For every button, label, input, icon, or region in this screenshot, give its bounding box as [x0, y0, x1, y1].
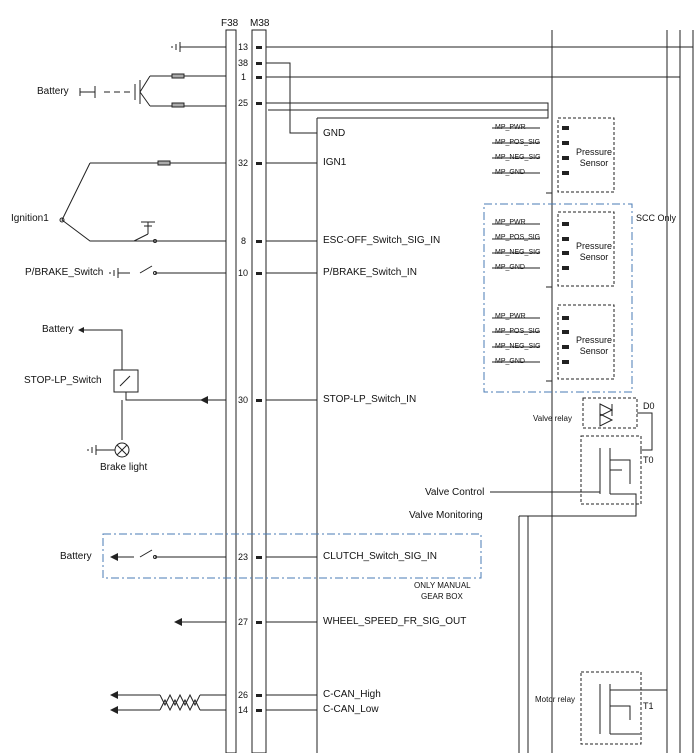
manual-note-1: ONLY MANUAL — [414, 581, 471, 590]
pin-label: 38 — [238, 58, 249, 68]
signal-pbrake: P/BRAKE_Switch_IN — [323, 267, 417, 278]
sensor-pin-label: MP_POS_SIG — [495, 234, 541, 241]
signal-can-low: C-CAN_Low — [323, 704, 379, 715]
pin-label: 13 — [238, 42, 249, 52]
sensor-pin-label: MP_PWR — [495, 124, 526, 131]
scc-region — [483, 203, 633, 393]
pressure-sensor-1 — [492, 117, 615, 193]
scc-only-label: SCC Only — [636, 213, 677, 223]
pin-label: 32 — [238, 158, 249, 168]
esc-switch-icon — [133, 221, 155, 242]
signal-stop: STOP-LP_Switch_IN — [323, 394, 417, 405]
pin-label: 1 — [241, 72, 247, 82]
signal-valve-control: Valve Control — [425, 487, 485, 498]
fuse-icon — [171, 73, 185, 79]
signal-valve-monitoring: Valve Monitoring — [409, 510, 483, 521]
signal-wheel: WHEEL_SPEED_FR_SIG_OUT — [323, 616, 467, 627]
sensor-pin-label: MP_GND — [495, 264, 525, 271]
arrow-wheel-icon — [174, 618, 182, 626]
stop-switch-label: STOP-LP_Switch — [24, 375, 102, 386]
pbrake-switch-label: P/BRAKE_Switch — [25, 267, 104, 278]
ignition-node — [59, 217, 65, 223]
pressure-sensor-3 — [492, 304, 615, 380]
motor-relay-box — [580, 671, 642, 745]
manual-note-2: GEAR BOX — [421, 592, 463, 601]
ground-icon — [171, 42, 181, 52]
sensor-pin-label: MP_POS_SIG — [495, 139, 541, 146]
sensor-pin-label: MP_NEG_SIG — [495, 343, 541, 350]
battery-label: Battery — [37, 86, 69, 97]
connector-f38-label: F38 — [221, 18, 239, 29]
valve-relay-box — [582, 397, 638, 429]
pin-label: 26 — [238, 690, 249, 700]
signal-esc: ESC-OFF_Switch_SIG_IN — [323, 235, 441, 246]
arrow-can-high-icon — [110, 691, 118, 699]
clutch-region — [102, 533, 482, 579]
diode-icon — [599, 403, 614, 427]
battery-clutch-label: Battery — [60, 551, 92, 562]
pin-label: 23 — [238, 552, 249, 562]
t0-label: T0 — [643, 455, 654, 465]
arrow-clutch-icon — [110, 553, 118, 561]
t1-label: T1 — [643, 701, 654, 711]
motor-relay-label: Motor relay — [535, 695, 576, 704]
connector-m38-label: M38 — [250, 18, 270, 29]
sensor-pin-label: MP_GND — [495, 169, 525, 176]
battery-stop-label: Battery — [42, 324, 74, 335]
valve-relay-label: Valve relay — [533, 414, 572, 423]
sensor-pin-label: MP_NEG_SIG — [495, 154, 541, 161]
module-wire-25 — [268, 109, 549, 119]
pin-label: 27 — [238, 617, 249, 627]
twisted-pair-icon — [159, 693, 201, 707]
pressure-sensor-2 — [492, 211, 615, 287]
arrow-stop-icon — [200, 396, 208, 404]
pin-label: 10 — [238, 268, 249, 278]
signal-clutch: CLUTCH_Switch_SIG_IN — [323, 551, 437, 562]
sensor-pin-label: MP_PWR — [495, 219, 526, 226]
signal-gnd: GND — [323, 128, 346, 139]
stop-switch-icon — [113, 369, 139, 393]
sensor-pin-label: MP_NEG_SIG — [495, 249, 541, 256]
connector-f38-bar — [225, 29, 237, 753]
pin-label: 8 — [241, 236, 247, 246]
pbrake-ground-icon — [109, 268, 130, 278]
signal-can-high: C-CAN_High — [323, 689, 381, 700]
sensor-pin-label: MP_PWR — [495, 313, 526, 320]
arrow-battery-icon — [78, 327, 84, 333]
battery-icon — [79, 75, 226, 107]
sensor-pin-label: MP_POS_SIG — [495, 328, 541, 335]
connector-m38-bar — [251, 29, 267, 753]
wire-38-gnd — [266, 62, 317, 134]
d0-label: D0 — [643, 401, 655, 411]
signal-ign: IGN1 — [323, 157, 347, 168]
pin-label: 14 — [238, 705, 249, 715]
valve-relay-t0-box — [580, 435, 642, 505]
brake-light-label: Brake light — [100, 462, 148, 473]
ignition-label: Ignition1 — [11, 213, 49, 224]
ignition-wire — [61, 162, 226, 242]
pin-label: 25 — [238, 98, 249, 108]
sensor-pin-label: MP_GND — [495, 358, 525, 365]
arrow-can-low-icon — [110, 706, 118, 714]
pin-label: 30 — [238, 395, 249, 405]
